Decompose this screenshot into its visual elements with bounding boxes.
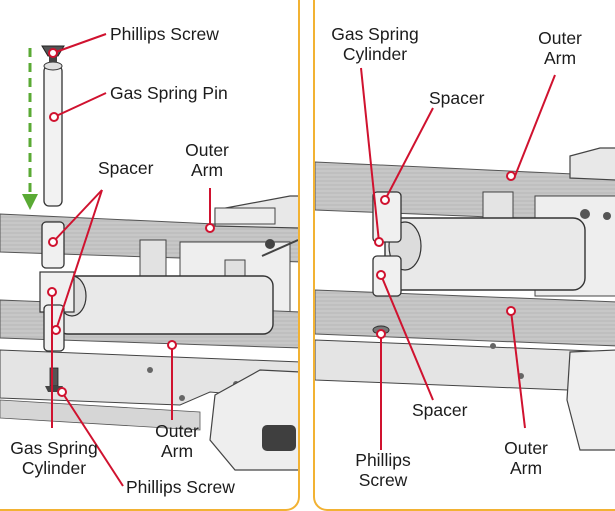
callouts-left [51, 33, 211, 487]
label-phillips-screw-right: Phillips Screw [355, 450, 411, 490]
base-plate [0, 349, 298, 471]
right-panel: Gas Spring Cylinder Outer Arm Spacer Spa… [313, 0, 615, 511]
left-panel: Phillips Screw Gas Spring Pin Spacer Out… [0, 0, 300, 511]
spacer-right [372, 191, 402, 297]
insertion-arrow [22, 48, 38, 210]
label-spacer-top-right: Spacer [429, 88, 485, 108]
label-outer-arm-bottom: Outer Arm [155, 421, 199, 461]
label-outer-arm-bottom-right: Outer Arm [504, 438, 548, 478]
callouts-right [360, 67, 556, 450]
label-spacer-bottom-right: Spacer [412, 400, 468, 420]
outer-arm-lower-band-right [315, 289, 615, 347]
callout-dots-right [374, 171, 516, 339]
gas-spring-pin [43, 61, 63, 207]
gas-spring-cylinder-body [39, 271, 274, 335]
label-outer-arm-top-right: Outer Arm [538, 28, 582, 68]
gas-spring-cylinder-body-right [384, 217, 586, 291]
label-spacer: Spacer [98, 158, 154, 178]
label-phillips-screw-bottom: Phillips Screw [126, 477, 235, 497]
left-illustration [0, 33, 298, 487]
callout-dots-left [47, 48, 215, 397]
right-illustration [315, 67, 615, 451]
label-gas-spring-pin: Gas Spring Pin [110, 83, 228, 103]
label-outer-arm-top: Outer Arm [185, 140, 229, 180]
label-gas-spring-cylinder-right: Gas Spring Cylinder [331, 24, 419, 64]
arm-bracket [214, 195, 298, 229]
label-phillips-screw-top: Phillips Screw [110, 24, 219, 44]
label-gas-spring-cylinder: Gas Spring Cylinder [10, 438, 98, 478]
